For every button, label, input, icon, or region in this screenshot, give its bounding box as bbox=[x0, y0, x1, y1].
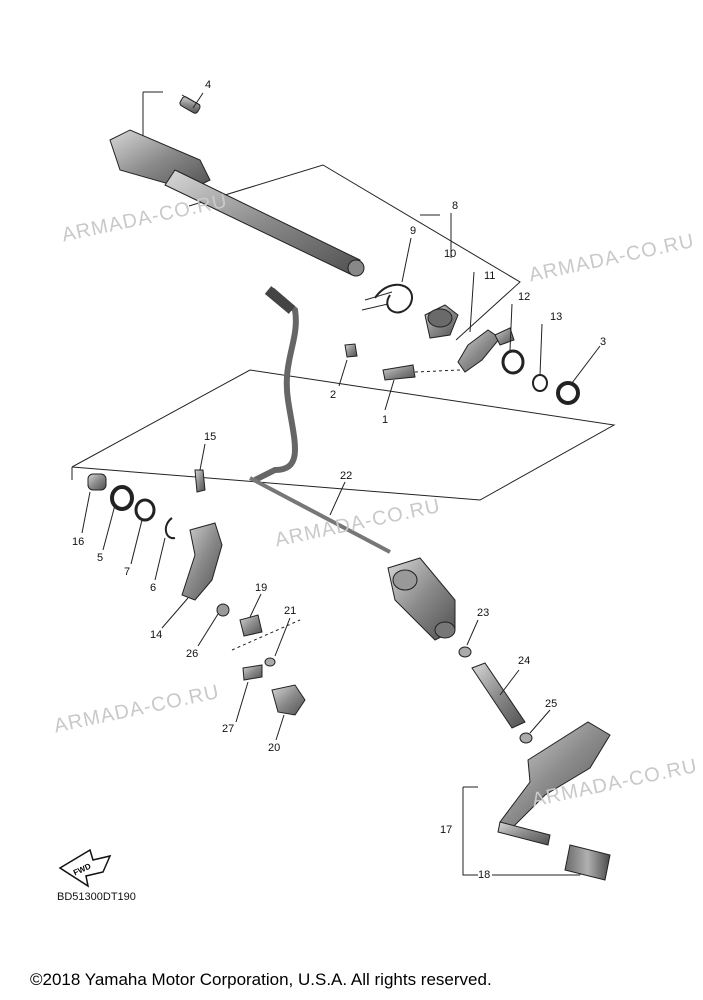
callout-25: 25 bbox=[545, 698, 558, 710]
harness bbox=[249, 286, 391, 554]
callout-9: 9 bbox=[410, 225, 417, 237]
callout-23: 23 bbox=[477, 607, 490, 619]
callout-24: 24 bbox=[518, 655, 531, 667]
callout-14: 14 bbox=[150, 629, 163, 641]
callout-3: 3 bbox=[600, 336, 607, 348]
callout-2: 2 bbox=[330, 389, 337, 401]
callout-16: 16 bbox=[72, 536, 85, 548]
callout-13: 13 bbox=[550, 311, 563, 323]
callout-1: 1 bbox=[382, 414, 389, 426]
callout-4: 4 bbox=[205, 79, 212, 91]
callout-18: 18 bbox=[478, 869, 491, 881]
callout-19: 19 bbox=[255, 582, 268, 594]
callout-6: 6 bbox=[150, 582, 157, 594]
callout-26: 26 bbox=[186, 648, 199, 660]
group-outline-lower bbox=[71, 369, 616, 501]
leader-lines bbox=[81, 92, 601, 741]
callout-17: 17 bbox=[440, 824, 453, 836]
shaft-small-parts bbox=[344, 283, 580, 405]
fwd-arrow-icon: FWD bbox=[58, 848, 112, 888]
callout-15: 15 bbox=[204, 431, 217, 443]
copyright-notice: ©2018 Yamaha Motor Corporation, U.S.A. A… bbox=[30, 970, 492, 989]
callout-27: 27 bbox=[222, 723, 235, 735]
callout-8: 8 bbox=[452, 200, 459, 212]
callout-5: 5 bbox=[97, 552, 104, 564]
callout-22: 22 bbox=[340, 470, 353, 482]
quickshift-sensor bbox=[387, 557, 456, 641]
lower-left-parts bbox=[87, 469, 306, 716]
shift-shaft bbox=[109, 94, 365, 277]
callout-10: 10 bbox=[444, 248, 457, 260]
callout-11: 11 bbox=[484, 270, 496, 282]
pedal-assembly bbox=[458, 646, 611, 881]
callout-7: 7 bbox=[124, 566, 131, 578]
callout-21: 21 bbox=[284, 605, 297, 617]
callout-20: 20 bbox=[268, 742, 281, 754]
drawing-code: BD51300DT190 bbox=[57, 891, 136, 903]
callout-12: 12 bbox=[518, 291, 531, 303]
